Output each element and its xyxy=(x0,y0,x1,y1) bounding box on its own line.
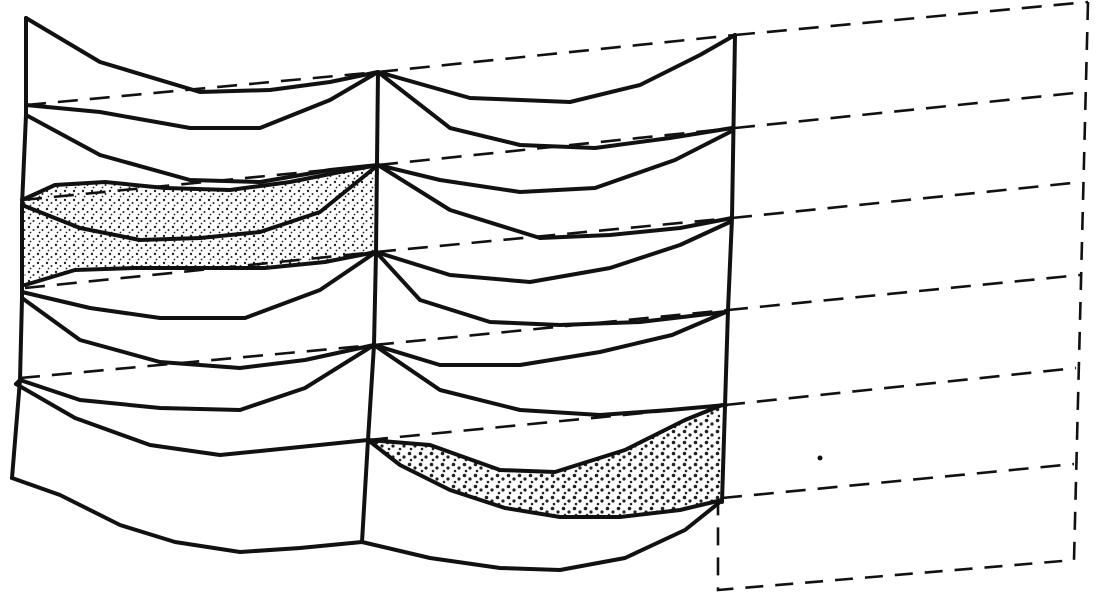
dashed-outline xyxy=(716,1,1090,592)
fold-surface xyxy=(24,16,737,104)
dashed-line xyxy=(727,273,1081,312)
dashed-line xyxy=(734,0,1089,37)
dashed-line xyxy=(724,366,1077,407)
fold-surface xyxy=(20,163,380,242)
dashed-line xyxy=(25,70,379,107)
fold-surface xyxy=(23,220,732,287)
stippled-bed-lower xyxy=(368,405,722,517)
dashed-line xyxy=(373,308,729,347)
center-edge xyxy=(360,70,380,544)
fold-surface xyxy=(14,382,724,474)
dashed-line xyxy=(375,216,733,254)
block-frame xyxy=(10,16,737,544)
bottom-left-stub xyxy=(14,378,22,386)
fold-surface xyxy=(20,163,734,240)
right-edge xyxy=(720,33,737,504)
dashed-projection xyxy=(716,0,1090,592)
stray-dot xyxy=(817,455,823,461)
dashed-line xyxy=(19,343,375,380)
dashed-line xyxy=(377,33,736,74)
stippled-beds xyxy=(22,165,722,517)
fold-surface xyxy=(366,438,724,519)
dashed-line xyxy=(731,180,1083,220)
left-edge xyxy=(10,16,28,480)
dashed-line xyxy=(721,462,1075,500)
stippled-bed-upper xyxy=(22,165,378,285)
dashed-line xyxy=(734,90,1085,130)
folded-surfaces xyxy=(10,16,737,572)
